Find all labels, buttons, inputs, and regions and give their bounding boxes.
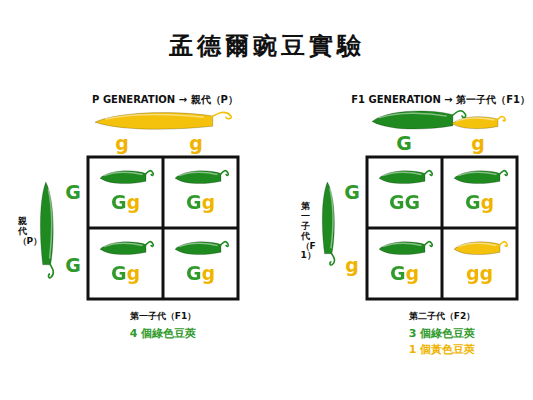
- axis-label: 第一子代（F1）: [301, 202, 310, 261]
- pod-body: [372, 111, 453, 129]
- pod-stem: [145, 171, 153, 176]
- pod-stem: [210, 112, 231, 118]
- pod-highlight: [383, 243, 422, 246]
- genotype: gg: [444, 262, 515, 285]
- allele-letter: G: [344, 181, 360, 204]
- diagram-title: 孟德爾豌豆實驗: [0, 30, 533, 62]
- caption-label: F1 GENERATION → 第一子代（F1）: [351, 94, 530, 106]
- pod-stem: [220, 242, 228, 247]
- punnett-grid: [88, 157, 238, 299]
- punnett-cell: Gg: [90, 230, 161, 297]
- pod-body: [452, 117, 498, 129]
- pea-pod: [40, 182, 53, 278]
- pea-pod: [379, 242, 432, 255]
- genotype-letters: Gg: [111, 191, 140, 213]
- pea-pod: [100, 242, 153, 255]
- pod-body: [100, 242, 146, 255]
- pod-highlight: [456, 118, 495, 121]
- punnett-grid: [367, 157, 517, 299]
- pod-stem: [497, 116, 505, 121]
- pod-body: [175, 242, 221, 255]
- allele-letter: G: [65, 254, 81, 277]
- genotype-letters: Gg: [186, 191, 215, 213]
- grid-line: [367, 227, 517, 230]
- genotype: Gg: [444, 191, 515, 214]
- caption-label: 1 個黃色豆莢: [409, 343, 475, 356]
- genotype-letters: Gg: [111, 262, 140, 284]
- allele-letter: g: [115, 132, 129, 155]
- pea-pod: [175, 242, 228, 255]
- pea-pod: [454, 171, 507, 184]
- pod-stem: [424, 242, 432, 247]
- pod-stem: [145, 242, 153, 247]
- punnett-cell: GG: [369, 159, 440, 226]
- pod-highlight: [458, 243, 497, 246]
- pea-pod: [452, 116, 505, 128]
- caption-label: 第一子代（F1）: [130, 311, 196, 322]
- pod-stem: [424, 171, 432, 176]
- pod-highlight: [458, 172, 497, 175]
- allele-letter: g: [189, 132, 203, 155]
- genotype-letters: gg: [466, 262, 493, 284]
- allele-letter: G: [396, 132, 412, 155]
- pod-highlight: [379, 113, 447, 118]
- genotype-letters: GG: [389, 191, 420, 213]
- pea-pod: [454, 242, 507, 255]
- punnett-cell: Gg: [369, 230, 440, 297]
- genotype: Gg: [90, 262, 161, 285]
- caption-label: 4 個綠色豆莢: [130, 327, 196, 340]
- pod-highlight: [104, 172, 143, 175]
- pod-stem: [499, 242, 507, 247]
- genotype-letters: Gg: [186, 262, 215, 284]
- pod-body: [454, 242, 500, 255]
- pod-stem: [330, 252, 335, 265]
- allele-letter: g: [471, 132, 485, 155]
- pod-stem: [499, 171, 507, 176]
- punnett-cell: Gg: [90, 159, 161, 226]
- pea-pod: [322, 182, 334, 265]
- pod-body: [379, 242, 425, 255]
- pod-highlight: [105, 115, 204, 119]
- punnett-cell: Gg: [165, 230, 236, 297]
- genotype: Gg: [90, 191, 161, 214]
- pea-pod: [175, 171, 228, 184]
- pod-body: [95, 113, 213, 130]
- punnett-cell: Gg: [165, 159, 236, 226]
- pod-stem: [220, 171, 228, 176]
- axis-label: 親代（P）: [18, 217, 27, 247]
- genotype: GG: [369, 191, 440, 214]
- genotype: Gg: [165, 191, 236, 214]
- caption-label: 第二子代（F2）: [409, 311, 475, 322]
- allele-letter: G: [65, 181, 81, 204]
- pod-highlight: [330, 188, 333, 248]
- pod-body: [100, 171, 146, 184]
- allele-letter: g: [345, 254, 359, 277]
- pod-highlight: [383, 172, 422, 175]
- pea-pod: [95, 112, 231, 129]
- pod-body: [454, 171, 500, 184]
- pod-highlight: [48, 189, 51, 258]
- pod-body: [40, 182, 53, 265]
- pea-pod: [100, 171, 153, 184]
- genotype: Gg: [369, 262, 440, 285]
- genotype-letters: Gg: [465, 191, 494, 213]
- punnett-cell: gg: [444, 230, 515, 297]
- pod-highlight: [179, 172, 218, 175]
- pea-pod: [379, 171, 432, 184]
- pea-pod: [372, 111, 466, 129]
- pod-body: [379, 171, 425, 184]
- genotype-letters: Gg: [390, 262, 419, 284]
- pod-body: [322, 182, 334, 254]
- punnett-cell: Gg: [444, 159, 515, 226]
- pod-highlight: [179, 243, 218, 246]
- genotype: Gg: [165, 262, 236, 285]
- pod-stem: [49, 263, 54, 278]
- pod-highlight: [104, 243, 143, 246]
- pod-body: [175, 171, 221, 184]
- pod-stem: [451, 111, 465, 118]
- caption-label: P GENERATION → 親代（P）: [92, 94, 238, 106]
- grid-line: [88, 227, 238, 230]
- caption-label: 3 個綠色豆莢: [409, 327, 475, 340]
